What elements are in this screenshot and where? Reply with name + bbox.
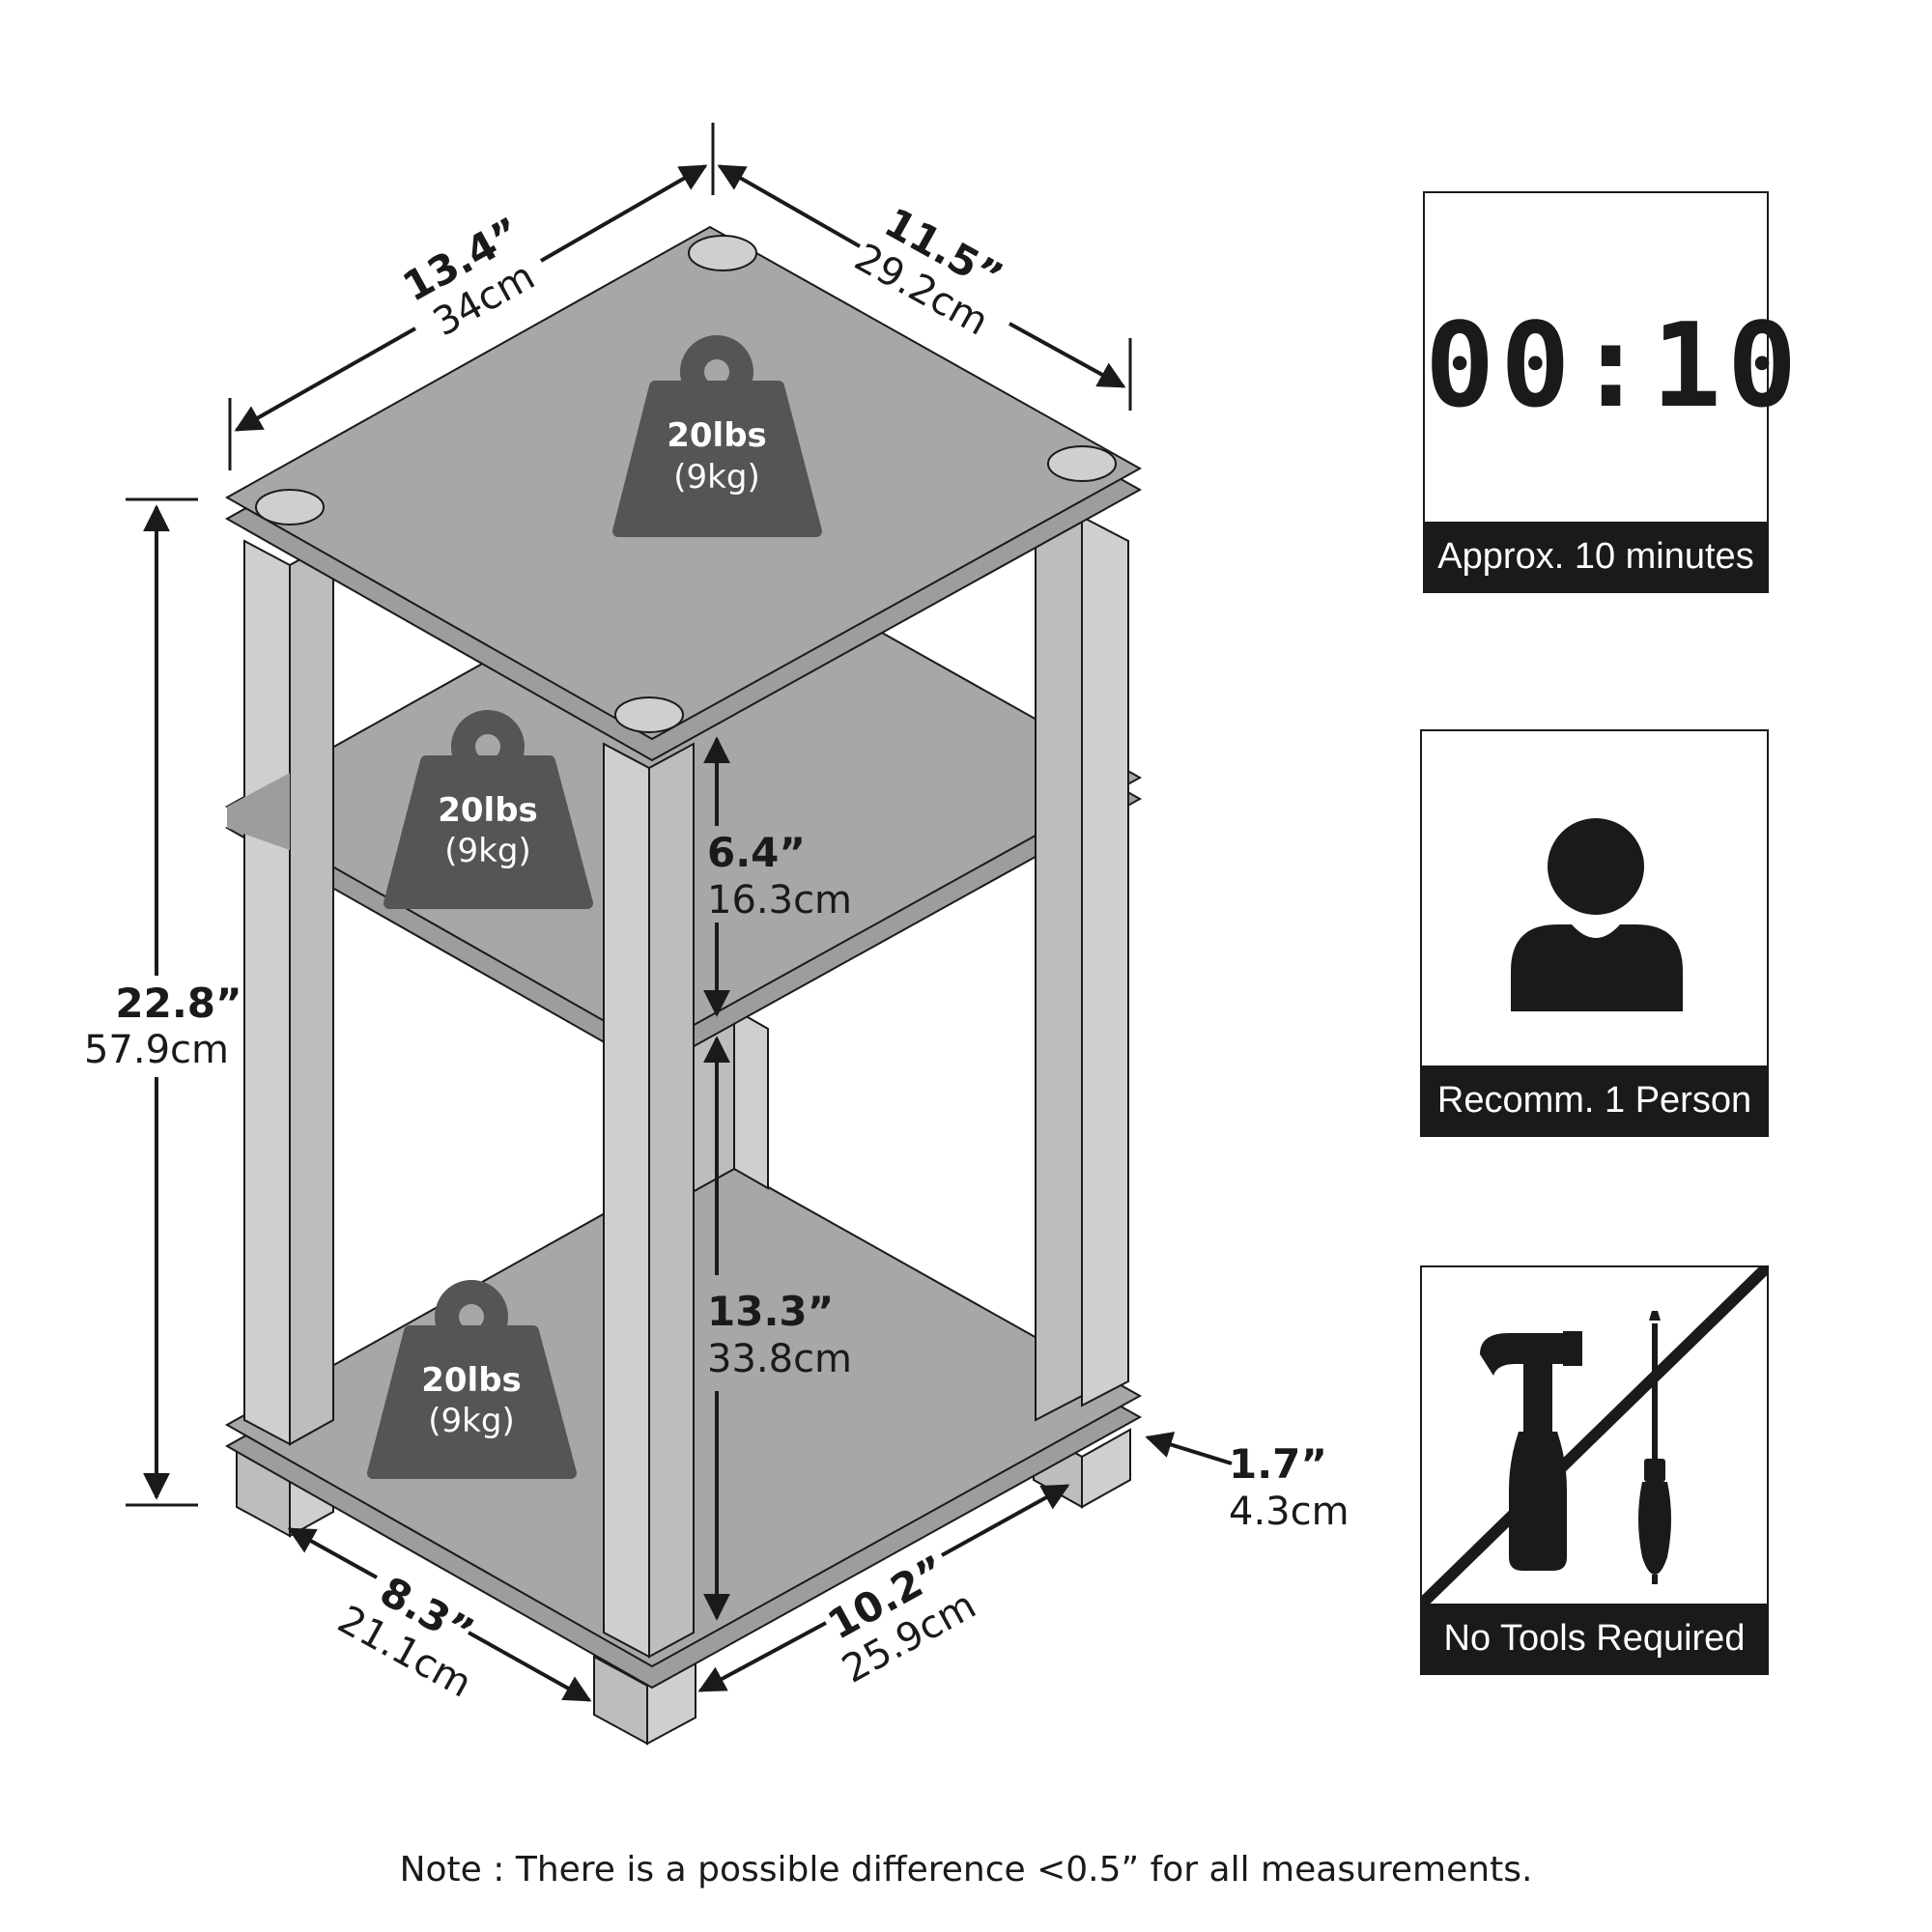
shelf-dimension-diagram: 20lbs (9kg) 20lbs (9kg) 20lbs (9kg) bbox=[84, 123, 1350, 1746]
dim-lower-gap-cm: 33.8cm bbox=[707, 1337, 852, 1381]
posts bbox=[243, 515, 1129, 1659]
dim-foot-height-label: 1.7” 4.3cm bbox=[1229, 1440, 1350, 1534]
dim-foot-height-cm: 4.3cm bbox=[1229, 1490, 1350, 1534]
people-required-caption: Recomm. 1 Person bbox=[1422, 1065, 1767, 1135]
assembly-time-box: 00:10 Approx. 10 minutes bbox=[1423, 191, 1804, 593]
dim-lower-gap-inch: 13.3” bbox=[707, 1288, 834, 1335]
post-cap-left bbox=[255, 489, 325, 526]
no-tools-box: No Tools Required bbox=[1420, 1265, 1769, 1675]
dim-lower-gap-label: 13.3” 33.8cm bbox=[707, 1288, 852, 1381]
dim-total-height-inch: 22.8” bbox=[115, 980, 242, 1027]
dim-upper-gap-label: 6.4” 16.3cm bbox=[707, 829, 852, 923]
weight-label-top: 20lbs bbox=[667, 416, 767, 455]
dim-foot-height-inch: 1.7” bbox=[1229, 1440, 1327, 1488]
dim-upper-gap-inch: 6.4” bbox=[707, 829, 806, 876]
no-tools-caption: No Tools Required bbox=[1422, 1604, 1767, 1673]
screwdriver-icon bbox=[1638, 1311, 1671, 1584]
weight-label-middle: 20lbs bbox=[438, 791, 538, 830]
hammer-icon bbox=[1480, 1331, 1582, 1571]
weight-metric-middle: (9kg) bbox=[444, 832, 530, 870]
dim-total-height-cm: 57.9cm bbox=[84, 1028, 229, 1072]
weight-icon-top: 20lbs (9kg) bbox=[612, 335, 822, 537]
digital-timer-icon: 00:10 bbox=[1425, 299, 1804, 434]
weight-icon-bottom: 20lbs (9kg) bbox=[367, 1280, 577, 1479]
weight-icon-middle: 20lbs (9kg) bbox=[384, 710, 593, 909]
assembly-time-caption: Approx. 10 minutes bbox=[1425, 522, 1767, 591]
post-cap-front bbox=[614, 696, 684, 733]
post-cap-right bbox=[1047, 445, 1117, 482]
weight-metric-top: (9kg) bbox=[673, 458, 759, 497]
dim-upper-gap-cm: 16.3cm bbox=[707, 878, 852, 923]
weight-metric-bottom: (9kg) bbox=[428, 1402, 514, 1440]
post-cap-back bbox=[688, 235, 757, 271]
dimension-lines bbox=[126, 123, 1233, 1702]
person-icon bbox=[1511, 818, 1683, 1011]
measurement-note: Note : There is a possible difference <0… bbox=[399, 1850, 1533, 1889]
dim-total-height-label: 22.8” 57.9cm bbox=[84, 980, 242, 1072]
weight-label-bottom: 20lbs bbox=[421, 1361, 522, 1400]
middle-shelf-front bbox=[227, 773, 290, 850]
prohibited-slash bbox=[1422, 1267, 1767, 1605]
no-tools-icon bbox=[1422, 1267, 1767, 1605]
people-required-box: Recomm. 1 Person bbox=[1420, 729, 1769, 1137]
